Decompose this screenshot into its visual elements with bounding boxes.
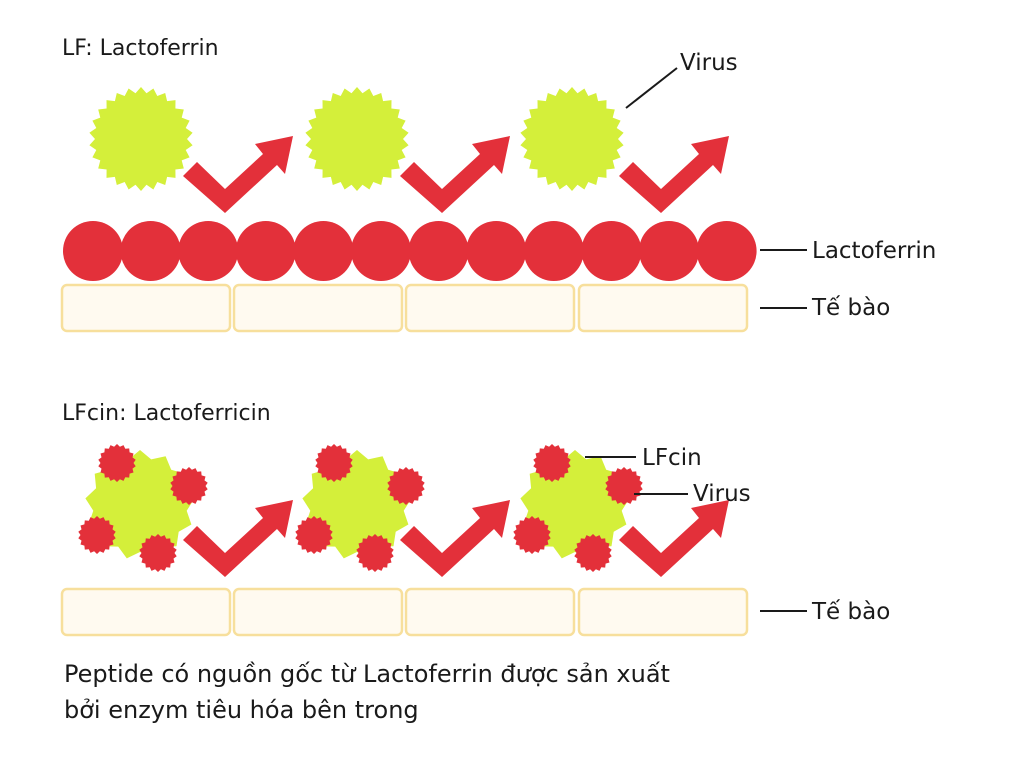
lactoferrin-molecule [63,221,123,281]
caption-line-1: Peptide có nguồn gốc từ Lactoferrin được… [64,660,670,688]
lactoferrin-molecule [351,221,411,281]
top-cell-4 [577,283,749,333]
lfcin-dot-group [78,444,643,572]
bounce-arrow-2 [400,136,510,213]
top-cell-layer [60,283,749,333]
bounce-arrow-3 [619,136,729,213]
lfcin-molecule [533,444,571,482]
lactoferrin-molecule [639,221,699,281]
top-cell-1 [60,283,232,333]
bounce-arrow-1 [183,136,293,213]
bottom-cell-2 [232,587,404,637]
bottom-cell-4 [577,587,749,637]
top-arrow-group [183,136,729,213]
top-section-title: LF: Lactoferrin [62,36,219,61]
lfcin-molecule [574,534,612,572]
lactoferrin-molecule [581,221,642,281]
caption-line-2: bởi enzym tiêu hóa bên trong [64,696,419,724]
bottom-cell-1 [60,587,232,637]
lfcin-molecule [513,516,551,554]
virus-1 [89,87,193,191]
virus-2 [305,87,409,191]
top-cell-3 [404,283,576,333]
lactoferrin-molecule [235,221,296,281]
virus-label: Virus [680,50,738,76]
lactoferrin-molecule [466,221,527,281]
lactoferrin-molecule [696,221,757,281]
lfcin-molecule [139,534,177,572]
lfcin-molecule [170,467,208,505]
lfcin-molecule [605,467,643,505]
lactoferrin-molecule [408,221,469,281]
bottom-cell-layer [60,587,749,637]
bottom-arrow-group [183,500,729,577]
lactoferrin-molecule [120,221,181,281]
bounce-arrow-bottom-3 [619,500,729,577]
cell-label-top: Tế bào [811,295,890,321]
virus-label-bottom: Virus [693,481,751,507]
lfcin-molecule [356,534,394,572]
virus-leader-line [625,67,678,109]
bounce-arrow-bottom-1 [183,500,293,577]
lfcin-label: LFcin [642,445,702,471]
virus-3 [520,87,624,191]
lactoferrin-molecule [523,221,584,281]
lfcin-molecule [98,444,136,482]
lfcin-molecule [315,444,353,482]
lfcin-molecule [387,467,425,505]
lactoferrin-molecule [293,221,354,281]
bottom-cell-3 [404,587,576,637]
lactoferrin-molecule [178,221,239,281]
lfcin-molecule [78,516,116,554]
top-cell-2 [232,283,404,333]
cell-label-bottom: Tế bào [811,599,890,625]
top-virus-group [89,87,624,191]
bounce-arrow-bottom-2 [400,500,510,577]
lactoferrin-label: Lactoferrin [812,238,936,264]
lactoferrin-layer [63,221,757,281]
bottom-section-title: LFcin: Lactoferricin [62,401,271,426]
caption: Peptide có nguồn gốc từ Lactoferrin được… [64,656,964,728]
lfcin-molecule [295,516,333,554]
